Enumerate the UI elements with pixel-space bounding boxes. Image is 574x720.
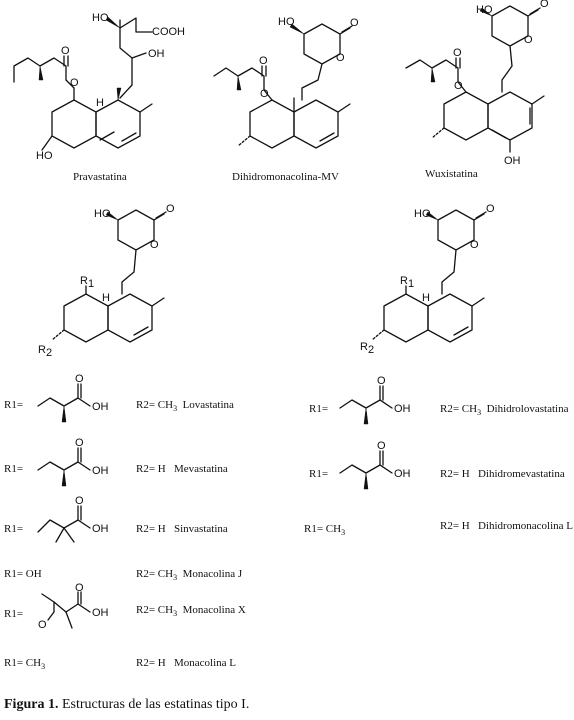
monacolina-x-acid-o: O — [75, 582, 84, 594]
core-right-h: H — [422, 292, 430, 304]
lovastatina-acid-o: O — [75, 373, 84, 385]
dihidromonacolina-mv-oh-top: HO — [278, 16, 295, 28]
core-structure-right: HO O O R1 H R2 — [360, 203, 495, 356]
lovastatina-acid-oh: OH — [92, 401, 109, 413]
dihidromevastatina-r1-label: R1= — [309, 468, 329, 480]
monacolina-j-r1-label: R1= OH — [4, 568, 42, 580]
pravastatina-oh-top: HO — [92, 12, 109, 24]
pravastatina-oh-bottom: HO — [36, 150, 53, 162]
monacolina-x-name: Monacolina X — [182, 604, 246, 616]
dihidromonacolina-mv-ester-o: O — [259, 55, 268, 67]
dihidrolovastatina-r2: R2= CH3 Dihidrolovastatina — [440, 403, 569, 418]
figure-caption: Figura 1. Estructuras de las estatinas t… — [4, 697, 249, 713]
lovastatina-name: Lovastatina — [182, 399, 234, 411]
dihidromonacolina-mv-ring-o: O — [336, 52, 345, 64]
core-structure-left: HO O O R1 H R2 — [38, 203, 175, 359]
pravastatina-ring-o: O — [70, 77, 79, 89]
svg-text:R1: R1 — [80, 275, 94, 290]
mevastatina-name: Mevastatina — [173, 463, 228, 475]
core-left-r1-sub: 1 — [88, 278, 94, 290]
wuxistatina-oh-top: HO — [476, 4, 493, 16]
core-right-r2: R — [360, 341, 368, 353]
wuxistatina-ring-o: O — [524, 34, 533, 46]
pravastatina-oh-side: OH — [148, 48, 165, 60]
dihidromonacolina-l-name: Dihidromonacolina L — [477, 520, 573, 532]
dihidromevastatina-name: Dihidromevastatina — [477, 468, 565, 480]
lovastatina-r2: R2= CH3 Lovastatina — [136, 399, 234, 414]
pravastatina-ester-o: O — [61, 45, 70, 57]
mevastatina-r1-label: R1= — [4, 463, 24, 475]
sinvastatina-r2: R2= H Sinvastatina — [136, 523, 228, 535]
dihidrolovastatina-acid-o: O — [377, 375, 386, 387]
monacolina-x-ketone-o: O — [38, 619, 47, 631]
sinvastatina-acid-o: O — [75, 495, 84, 507]
monacolina-j-r2: R2= CH3 Monacolina J — [136, 568, 243, 583]
dihidromonacolina-mv-structure: HO O O O O — [213, 16, 359, 149]
wuxistatina-ring-o2: O — [454, 80, 463, 92]
core-right-lactone-o: O — [486, 203, 495, 215]
dihidrolovastatina-acid-oh: OH — [394, 403, 411, 415]
dihidromonacolina-mv-label: Dihidromonacolina-MV — [232, 171, 339, 183]
wuxistatina-lactone-o: O — [540, 0, 549, 10]
dihidromevastatina-r1-group: O OH — [339, 440, 411, 490]
monacolina-l-r1-label: R1= CH3 — [4, 657, 46, 672]
wuxistatina-label: Wuxistatina — [425, 168, 478, 180]
sinvastatina-name: Sinvastatina — [173, 523, 228, 535]
pravastatina-cooh: COOH — [152, 26, 185, 38]
core-left-r2: R — [38, 344, 46, 356]
pravastatina-structure: HO COOH OH O O H HO — [13, 12, 185, 162]
core-left-r2-sub: 2 — [46, 347, 52, 359]
core-left-lactone-o: O — [166, 203, 175, 215]
dihidromonacolina-mv-lactone-o: O — [350, 17, 359, 29]
monacolina-l-name: Monacolina L — [173, 657, 236, 669]
dihidromevastatina-acid-o: O — [377, 440, 386, 452]
core-left-oh-top: HO — [94, 208, 111, 220]
dihidromonacolina-l-r2: R2= H Dihidromonacolina L — [440, 520, 573, 532]
wuxistatina-ester-o: O — [453, 47, 462, 59]
dihidromevastatina-acid-oh: OH — [394, 468, 411, 480]
lovastatina-r1-label: R1= — [4, 399, 24, 411]
dihidromonacolina-mv-ring-o2: O — [260, 88, 269, 100]
core-right-r1: R — [400, 275, 408, 287]
sinvastatina-r1-label: R1= — [4, 523, 24, 535]
monacolina-x-r2: R2= CH3 Monacolina X — [136, 604, 246, 619]
figure-caption-label: Figura 1. — [4, 697, 59, 712]
core-left-h: H — [102, 292, 110, 304]
lovastatina-r1-group: O OH — [37, 373, 109, 423]
wuxistatina-structure: HO O O O O OH — [405, 0, 549, 167]
core-right-ring-o: O — [470, 239, 479, 251]
mevastatina-acid-oh: OH — [92, 465, 109, 477]
monacolina-x-r1-group: O O OH — [38, 582, 109, 631]
svg-text:R1: R1 — [400, 275, 414, 290]
sinvastatina-acid-oh: OH — [92, 523, 109, 535]
sinvastatina-r1-group: O OH — [37, 495, 109, 543]
dihidrolovastatina-r1-group: O OH — [339, 375, 411, 425]
monacolina-x-acid-oh: OH — [92, 607, 109, 619]
figure-caption-text: Estructuras de las estatinas tipo I. — [58, 697, 250, 712]
wuxistatina-oh-bottom: OH — [504, 155, 521, 167]
core-right-r1-sub: 1 — [408, 278, 414, 290]
mevastatina-r2: R2= H Mevastatina — [136, 463, 228, 475]
dihidrolovastatina-r1-label: R1= — [309, 403, 329, 415]
dihidromonacolina-l-r1-label: R1= CH3 — [304, 523, 346, 538]
pravastatina-h: H — [96, 97, 104, 109]
monacolina-j-name: Monacolina J — [182, 568, 243, 580]
monacolina-x-r1-label: R1= — [4, 608, 24, 620]
mevastatina-r1-group: O OH — [37, 437, 109, 487]
core-left-ring-o: O — [150, 239, 159, 251]
mevastatina-acid-o: O — [75, 437, 84, 449]
core-left-r1: R — [80, 275, 88, 287]
svg-text:R2: R2 — [38, 344, 52, 359]
monacolina-l-r2: R2= H Monacolina L — [136, 657, 236, 669]
svg-text:R2: R2 — [360, 341, 374, 356]
dihidromevastatina-r2: R2= H Dihidromevastatina — [440, 468, 565, 480]
core-right-r2-sub: 2 — [368, 344, 374, 356]
pravastatina-label: Pravastatina — [73, 171, 127, 183]
dihidrolovastatina-name: Dihidrolovastatina — [486, 403, 569, 415]
core-right-oh-top: HO — [414, 208, 431, 220]
